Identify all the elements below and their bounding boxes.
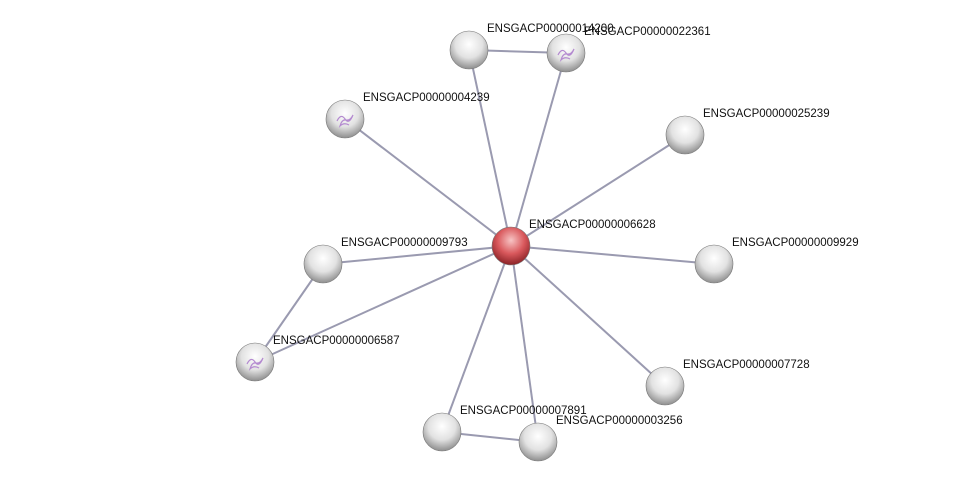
edge-ENSGACP00000006628-ENSGACP00000007891[interactable] — [441, 245, 512, 433]
protein-node[interactable] — [518, 422, 558, 462]
node-ENSGACP00000007891[interactable]: ENSGACP00000007891 — [422, 405, 587, 452]
node-ENSGACP00000003256[interactable]: ENSGACP00000003256 — [518, 415, 683, 462]
node-label: ENSGACP00000007891 — [460, 405, 587, 417]
node-ENSGACP00000006587[interactable]: ENSGACP00000006587 — [235, 335, 400, 382]
edge-ENSGACP00000006628-ENSGACP00000007728[interactable] — [510, 245, 666, 387]
node-ENSGACP00000007728[interactable]: ENSGACP00000007728 — [645, 359, 810, 406]
node-ENSGACP00000009929[interactable]: ENSGACP00000009929 — [694, 237, 859, 284]
edge-ENSGACP00000009793-ENSGACP00000006587[interactable] — [254, 263, 324, 363]
edge-ENSGACP00000006628-ENSGACP00000009929[interactable] — [510, 245, 715, 265]
protein-structure-icon — [336, 114, 354, 129]
node-label: ENSGACP00000009929 — [732, 237, 859, 249]
edge-ENSGACP00000006628-ENSGACP00000014200[interactable] — [468, 49, 512, 247]
protein-node[interactable] — [665, 115, 705, 155]
protein-node[interactable] — [422, 412, 462, 452]
node-ENSGACP00000022361[interactable]: ENSGACP00000022361 — [546, 26, 711, 73]
edge-ENSGACP00000006628-ENSGACP00000009793[interactable] — [322, 245, 512, 265]
node-label: ENSGACP00000004239 — [363, 92, 490, 104]
protein-node[interactable] — [645, 366, 685, 406]
protein-node[interactable] — [694, 244, 734, 284]
node-ENSGACP00000025239[interactable]: ENSGACP00000025239 — [665, 108, 830, 155]
node-label: ENSGACP00000006587 — [273, 335, 400, 347]
edge-ENSGACP00000006628-ENSGACP00000003256[interactable] — [510, 245, 539, 443]
edge-ENSGACP00000006628-ENSGACP00000004239[interactable] — [344, 118, 512, 247]
edge-ENSGACP00000006628-ENSGACP00000022361[interactable] — [510, 52, 567, 247]
node-label: ENSGACP00000007728 — [683, 359, 810, 371]
node-ENSGACP00000004239[interactable]: ENSGACP00000004239 — [325, 92, 490, 139]
edge-ENSGACP00000006628-ENSGACP00000006587[interactable] — [254, 245, 512, 363]
node-label: ENSGACP00000003256 — [556, 415, 683, 427]
protein-node[interactable] — [303, 244, 343, 284]
edge-ENSGACP00000006628-ENSGACP00000025239[interactable] — [510, 134, 686, 247]
node-ENSGACP00000006628[interactable]: ENSGACP00000006628 — [491, 219, 656, 266]
node-ENSGACP00000014200[interactable]: ENSGACP00000014200 — [449, 23, 614, 70]
protein-structure-icon — [246, 357, 264, 372]
protein-node[interactable] — [449, 30, 489, 70]
node-label: ENSGACP00000006628 — [529, 219, 656, 231]
node-ENSGACP00000009793[interactable]: ENSGACP00000009793 — [303, 237, 468, 284]
node-label: ENSGACP00000014200 — [487, 23, 614, 35]
node-label: ENSGACP00000022361 — [584, 26, 711, 38]
protein-structure-icon — [557, 48, 575, 63]
node-label: ENSGACP00000025239 — [703, 108, 830, 120]
query-protein-node[interactable] — [491, 226, 531, 266]
node-label: ENSGACP00000009793 — [341, 237, 468, 249]
